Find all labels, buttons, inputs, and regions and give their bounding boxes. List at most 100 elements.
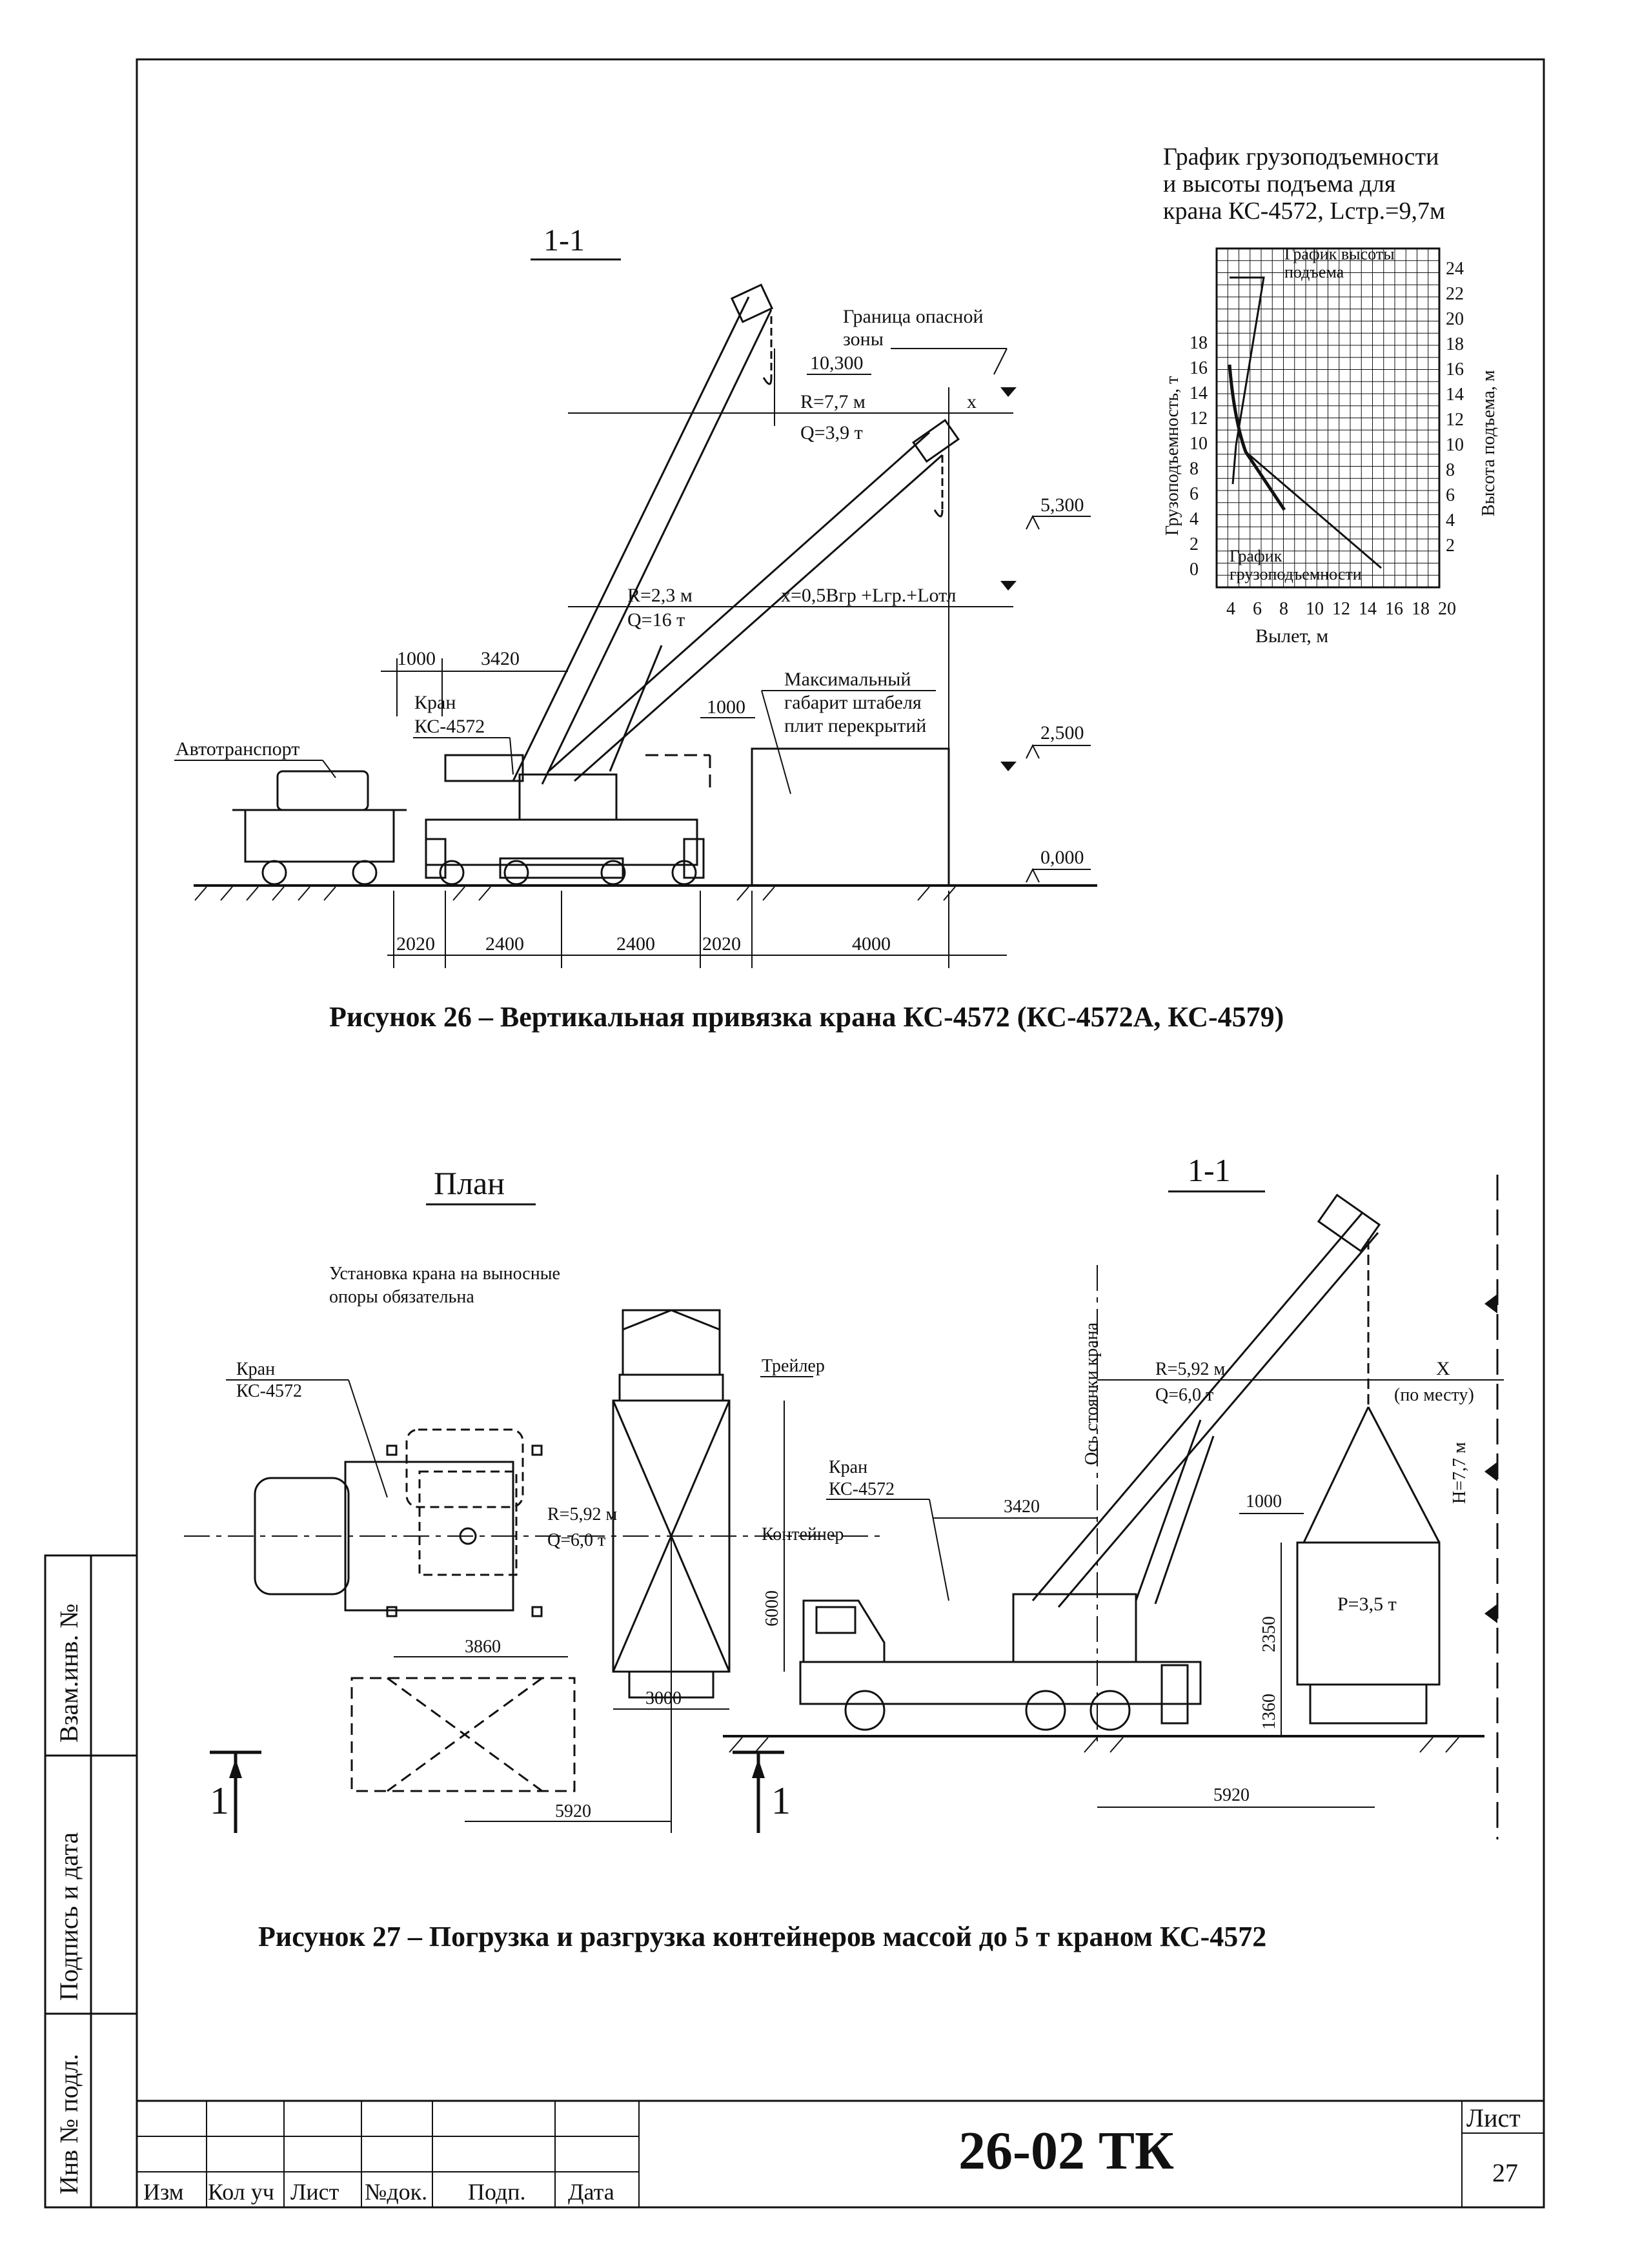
graph-y-right-label: Высота подъема, м <box>1479 370 1499 516</box>
plan-dim-6000: 6000 <box>762 1590 782 1626</box>
fig26-dim-1000-a: 1000 <box>397 648 436 669</box>
graph-y-left-label: Грузоподъемность, т <box>1162 376 1182 536</box>
plan-q: Q=6,0 т <box>547 1530 605 1550</box>
section-crane-1: Кран <box>829 1457 867 1477</box>
fig26-r-far: R=7,7 м <box>800 391 866 412</box>
tb-col-data: Дата <box>568 2179 614 2205</box>
graph-x-tick: 16 <box>1385 599 1403 619</box>
plan-crane-2: КС-4572 <box>236 1381 302 1401</box>
fig26-danger-zone-1: Граница опасной <box>843 306 984 327</box>
tb-col-list: Лист <box>290 2179 339 2205</box>
plan-crane-body <box>254 1428 543 1617</box>
plan-cut-right: 1 <box>771 1779 791 1822</box>
graph-title-2: и высоты подъема для <box>1163 170 1395 197</box>
fig26-bottom-dim-1: 2020 <box>396 933 435 955</box>
graph-right-tick: 2 <box>1446 536 1455 556</box>
section-dim-1000: 1000 <box>1246 1492 1282 1512</box>
graph-left-tick: 2 <box>1190 534 1199 554</box>
title-block: Изм Кол уч Лист №док. Подп. Дата 26-02 Т… <box>136 2100 1545 2209</box>
fig26-bottom-dim-5: 4000 <box>852 933 891 955</box>
plan-note-2: опоры обязательна <box>329 1287 474 1307</box>
stamp-replacement-inv: Взам.инв. № <box>54 1604 83 1743</box>
capacity-curve <box>1228 364 1286 511</box>
fig26-caption: Рисунок 26 – Вертикальная привязка крана… <box>329 1001 1284 1033</box>
graph-right-tick: 14 <box>1446 385 1464 405</box>
graph-left-tick: 12 <box>1190 409 1208 429</box>
graph-right-tick: 4 <box>1446 511 1455 531</box>
graph-height-label-2: подъема <box>1284 263 1344 281</box>
fig26-bottom-dim-4: 2020 <box>702 933 741 955</box>
plan-dim-5920: 5920 <box>555 1801 591 1821</box>
tb-doc-code: 26-02 ТК <box>958 2121 1174 2181</box>
fig26-stack-box <box>751 747 950 887</box>
section-crane-2: КС-4572 <box>829 1479 895 1499</box>
graph-right-tick: 24 <box>1446 259 1464 279</box>
fig27-section-title: 1-1 <box>1188 1152 1231 1188</box>
graph-x-tick: 20 <box>1438 599 1456 619</box>
section-dim-1360: 1360 <box>1259 1694 1279 1730</box>
fig26-capacity-graph: График грузоподъемности и высоты подъема… <box>1162 143 1499 647</box>
tb-col-izm: Изм <box>143 2179 184 2205</box>
tb-col-podp: Подп. <box>468 2179 526 2205</box>
graph-right-tick: 12 <box>1446 410 1464 430</box>
graph-right-tick: 8 <box>1446 460 1455 480</box>
stamp-signature-date: Подпись и дата <box>54 1832 83 2001</box>
fig26-crane-label-2: КС-4572 <box>414 716 485 737</box>
section-dim-3420: 3420 <box>1004 1497 1040 1517</box>
fig26-level-marks <box>1000 387 1091 883</box>
figure-27: План 1-1 Установка крана на выносные опо… <box>184 1152 1504 1952</box>
fig26-boom-flat <box>548 418 960 782</box>
plan-r: R=5,92 м <box>547 1504 617 1524</box>
graph-height-label-1: График высоты <box>1284 245 1395 263</box>
fig26-x-mark: x <box>967 391 977 412</box>
fig26-level-top: 10,300 <box>810 352 864 374</box>
tb-col-ndok: №док. <box>365 2179 427 2205</box>
fig26-r-near: R=2,3 м <box>627 585 693 606</box>
section-axis-label: Ось стоянки крана <box>1082 1322 1102 1465</box>
plan-dim-3000: 3000 <box>645 1688 682 1708</box>
section-dim-5920: 5920 <box>1213 1785 1250 1805</box>
fig26-stack-1: Максимальный <box>784 669 911 690</box>
plan-parking-outline <box>350 1677 576 1792</box>
fig26-q-near: Q=16 т <box>627 609 685 631</box>
fig26-level-low: 2,500 <box>1040 722 1084 744</box>
graph-title-1: График грузоподъемности <box>1163 143 1439 170</box>
fig26-stack-2: габарит штабеля <box>784 692 922 713</box>
plan-crane-1: Кран <box>236 1359 275 1379</box>
graph-left-tick: 16 <box>1190 358 1208 378</box>
fig26-crane-body <box>425 754 705 886</box>
graph-x-tick: 4 <box>1226 599 1235 619</box>
plan-dim-3860: 3860 <box>465 1637 501 1657</box>
fig27-caption: Рисунок 27 – Погрузка и разгрузка контей… <box>258 1921 1266 1952</box>
graph-x-tick: 8 <box>1279 599 1288 619</box>
graph-right-tick: 6 <box>1446 485 1455 505</box>
fig26-dim-1000-b: 1000 <box>707 696 745 718</box>
fig26-bottom-dim-3: 2400 <box>616 933 655 955</box>
graph-x-tick: 12 <box>1332 599 1350 619</box>
fig26-boom-steep <box>512 283 774 785</box>
fig26-x-formula: x=0,5Bгр +Lгр.+Lотл <box>781 585 956 606</box>
graph-title-3: крана КС-4572, Lстр.=9,7м <box>1163 197 1445 225</box>
graph-left-tick: 4 <box>1190 509 1199 529</box>
plan-trailer-label: Трейлер <box>762 1356 825 1376</box>
plan-cut-left: 1 <box>210 1779 229 1822</box>
graph-capacity-label-2: грузоподъемности <box>1230 565 1362 583</box>
tb-sheet-label: Лист <box>1466 2103 1521 2132</box>
plan-note-1: Установка крана на выносные <box>329 1264 560 1284</box>
fig26-section-label: 1-1 <box>543 223 585 258</box>
graph-left-tick: 8 <box>1190 459 1199 479</box>
section-q: Q=6,0 т <box>1155 1385 1213 1405</box>
fig26-stack-3: плит перекрытий <box>784 715 926 736</box>
fig26-crane-label-1: Кран <box>414 692 456 713</box>
section-x-mark: X <box>1436 1358 1450 1379</box>
graph-x-tick: 10 <box>1306 599 1324 619</box>
section-dim-2350: 2350 <box>1259 1616 1279 1652</box>
section-x-note: (по месту) <box>1394 1385 1474 1405</box>
graph-capacity-label-1: График <box>1230 547 1282 565</box>
graph-left-tick: 10 <box>1190 434 1208 454</box>
side-stamp: Взам.инв. № Подпись и дата Инв № подл. <box>44 1554 138 2209</box>
graph-right-tick: 18 <box>1446 334 1464 354</box>
fig26-truck <box>232 770 407 886</box>
section-load <box>1296 1406 1441 1725</box>
